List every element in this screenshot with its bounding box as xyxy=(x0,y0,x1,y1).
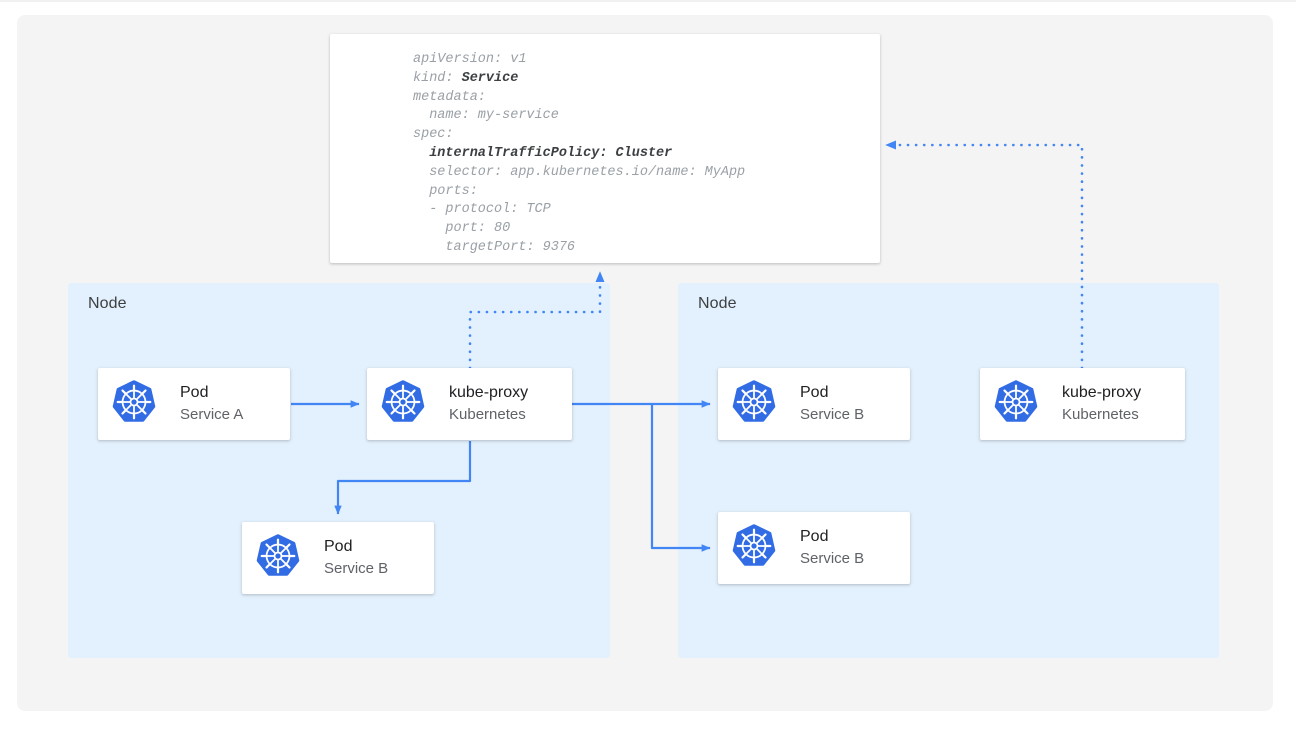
card-subtitle: Kubernetes xyxy=(449,406,526,423)
yaml-line: apiVersion: v1 xyxy=(413,52,527,67)
card-pod-service-a[interactable]: Pod Service A xyxy=(98,368,290,440)
card-kube-proxy-right[interactable]: kube-proxy Kubernetes xyxy=(980,368,1185,440)
card-kube-proxy-left[interactable]: kube-proxy Kubernetes xyxy=(367,368,572,440)
kubernetes-icon xyxy=(994,379,1038,429)
yaml-line: spec: xyxy=(413,127,454,143)
yaml-line: port: 80 xyxy=(413,221,511,237)
node-panel-left: Node xyxy=(68,283,610,658)
card-title: kube-proxy xyxy=(1062,384,1142,401)
yaml-line: metadata: xyxy=(413,89,486,105)
yaml-line: selector: app.kubernetes.io/name: MyApp xyxy=(413,164,746,180)
card-subtitle: Service A xyxy=(180,406,244,423)
kubernetes-icon xyxy=(732,379,776,429)
yaml-line: internalTrafficPolicy: Cluster xyxy=(413,145,673,161)
card-title: Pod xyxy=(800,528,829,545)
kubernetes-icon xyxy=(112,379,156,429)
kubernetes-icon xyxy=(732,523,776,573)
yaml-line: kind: Service xyxy=(413,70,519,86)
card-pod-service-b-right-node-top[interactable]: Pod Service B xyxy=(718,368,910,440)
yaml-line: ports: xyxy=(413,183,478,199)
card-title: Pod xyxy=(324,538,353,555)
yaml-line: - protocol: TCP xyxy=(413,202,551,218)
yaml-line: name: my-service xyxy=(413,108,559,124)
kubernetes-icon xyxy=(381,379,425,429)
card-title: Pod xyxy=(180,384,209,401)
service-spec-yaml: apiVersion: v1 kind: Service metadata: n… xyxy=(413,51,745,258)
yaml-line: targetPort: 9376 xyxy=(413,239,576,255)
service-spec-card: apiVersion: v1 kind: Service metadata: n… xyxy=(330,34,880,263)
card-subtitle: Service B xyxy=(324,560,389,577)
node-label-left: Node xyxy=(88,295,127,312)
card-subtitle: Service B xyxy=(800,550,865,567)
top-divider xyxy=(0,0,1296,2)
card-title: kube-proxy xyxy=(449,384,529,401)
card-pod-service-b-right-node-bottom[interactable]: Pod Service B xyxy=(718,512,910,584)
kubernetes-icon xyxy=(256,533,300,583)
node-panel-right: Node xyxy=(678,283,1219,658)
card-subtitle: Service B xyxy=(800,406,865,423)
card-title: Pod xyxy=(800,384,829,401)
card-pod-service-b-left-node[interactable]: Pod Service B xyxy=(242,522,434,594)
card-subtitle: Kubernetes xyxy=(1062,406,1139,423)
node-label-right: Node xyxy=(698,295,737,312)
